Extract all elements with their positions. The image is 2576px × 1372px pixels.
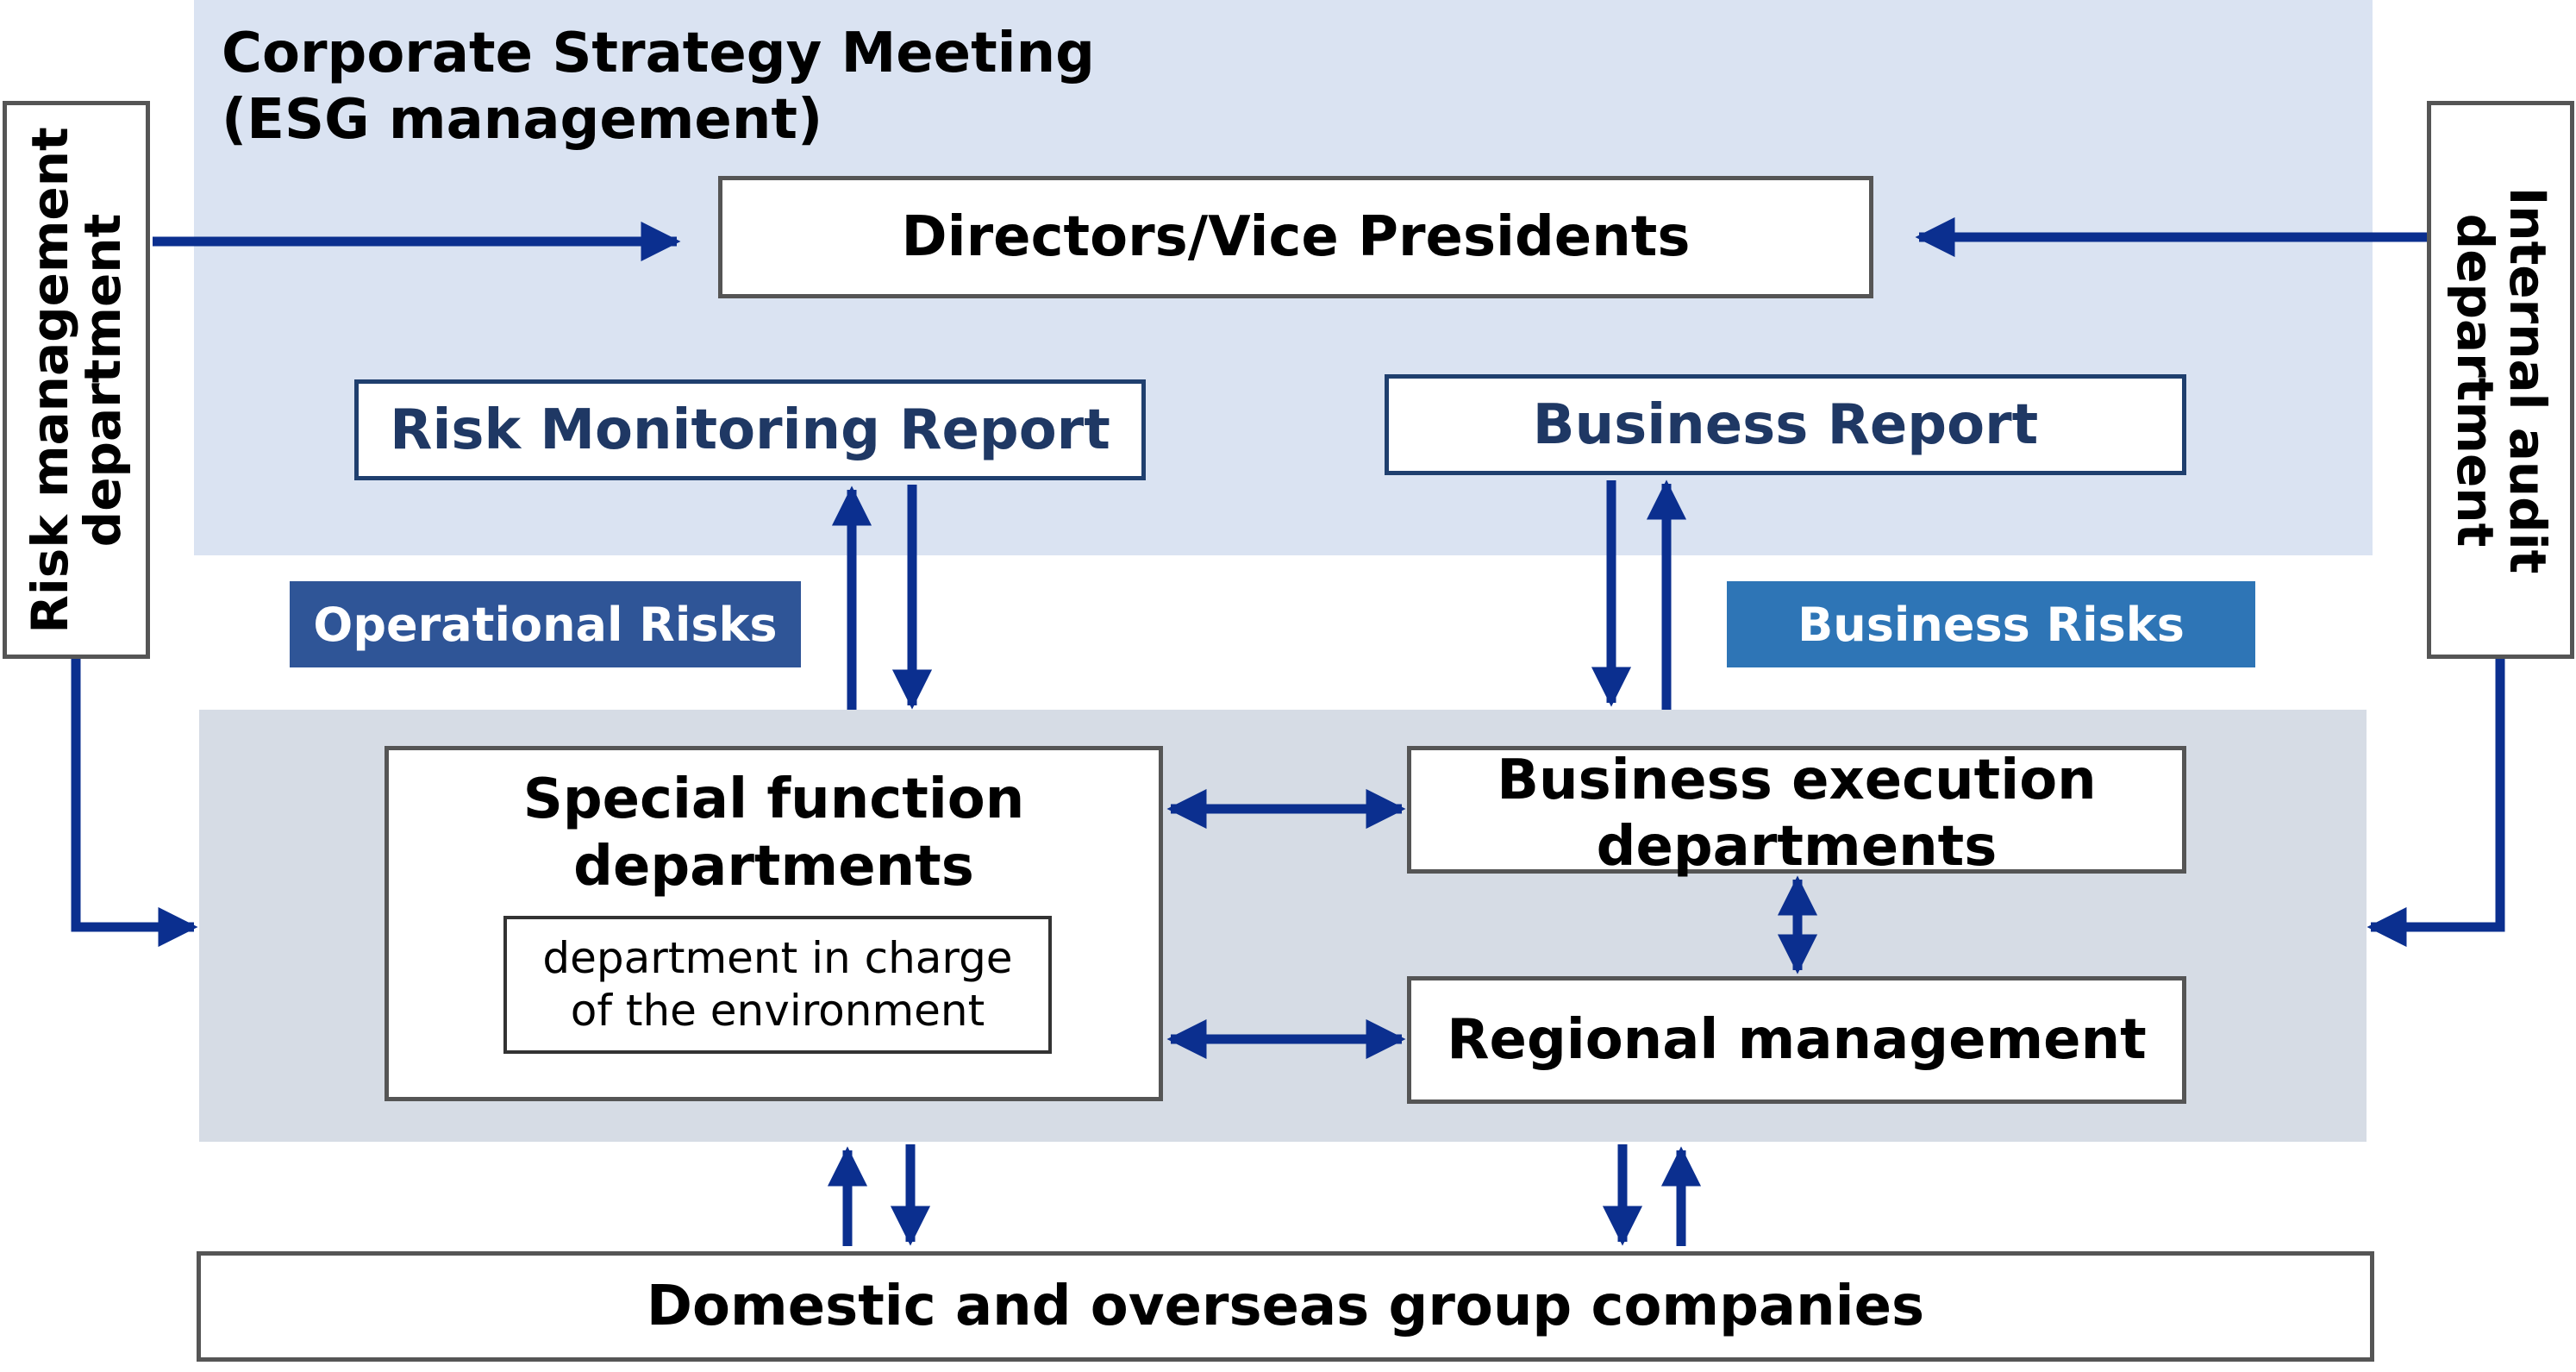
group-companies-label: Domestic and overseas group companies: [646, 1275, 1925, 1338]
business-report-label: Business Report: [1532, 392, 2039, 457]
risk-monitoring-report-box: Risk Monitoring Report: [354, 379, 1146, 480]
meeting-title: Corporate Strategy Meeting (ESG manageme…: [222, 22, 1095, 152]
arrow-audit-to-operations: [2367, 659, 2505, 948]
regional-management-label: Regional management: [1447, 1008, 2147, 1072]
group-companies-box: Domestic and overseas group companies: [197, 1251, 2374, 1362]
directors-box: Directors/Vice Presidents: [718, 176, 1873, 298]
business-risks-label: Business Risks: [1798, 597, 2185, 652]
business-execution-label: Business execution departments: [1497, 749, 2097, 879]
internal-audit-box: Internal audit department: [2427, 101, 2574, 659]
special-function-label: Special function departments: [522, 767, 1025, 899]
special-function-box: Special function departments department …: [385, 746, 1163, 1101]
regional-management-box: Regional management: [1407, 976, 2186, 1104]
operational-risks-label: Operational Risks: [313, 597, 778, 652]
risk-management-box: Risk management department: [3, 101, 150, 659]
arrow-risk-to-operations: [71, 659, 198, 948]
operational-risks-badge: Operational Risks: [290, 581, 801, 667]
business-execution-box: Business execution departments: [1407, 746, 2186, 879]
directors-label: Directors/Vice Presidents: [901, 205, 1691, 269]
business-report-box: Business Report: [1385, 374, 2186, 475]
business-risks-badge: Business Risks: [1727, 581, 2255, 667]
risk-monitoring-report-label: Risk Monitoring Report: [390, 398, 1110, 462]
environment-department-box: department in charge of the environment: [503, 916, 1052, 1054]
environment-department-label: department in charge of the environment: [542, 933, 1013, 1036]
